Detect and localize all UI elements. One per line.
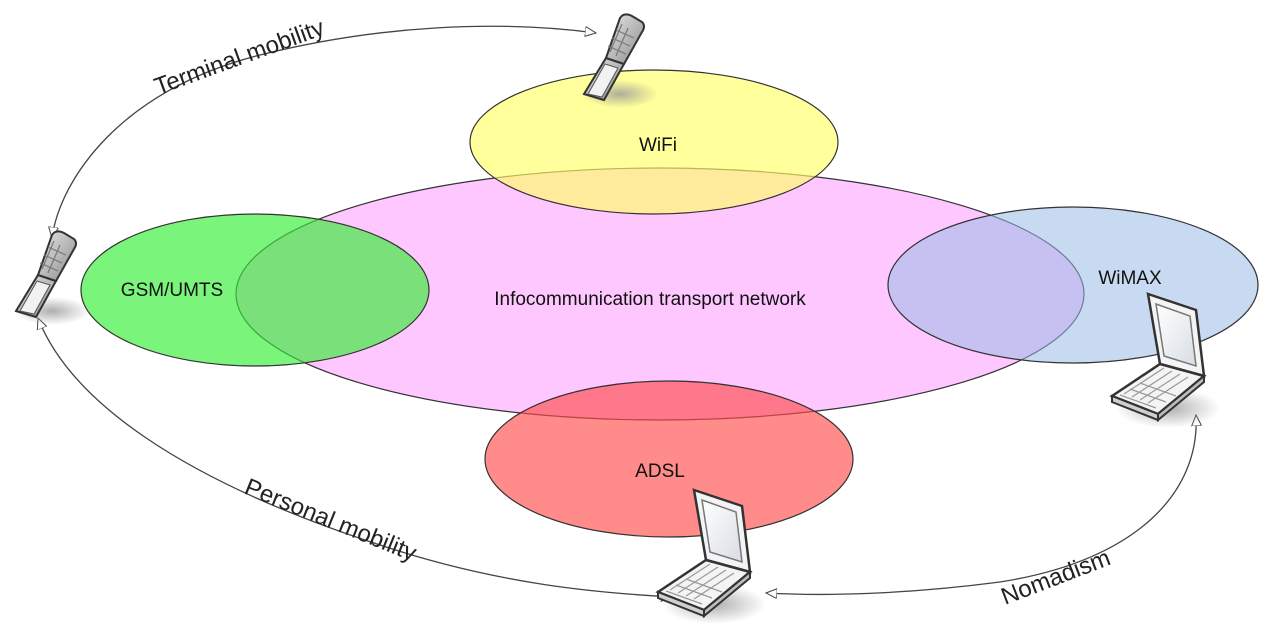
personal-mobility-arc [38, 318, 672, 597]
nomadism-arc [766, 415, 1196, 594]
nomadism-label: Nomadism [997, 544, 1114, 610]
adsl-area [484, 380, 854, 538]
wimax-label: WiMAX [1098, 268, 1162, 289]
personal-mobility-label: Personal mobility [241, 474, 421, 567]
wifi-label: WiFi [639, 135, 677, 156]
phone-icon [581, 13, 659, 109]
terminal-mobility-arc [52, 25, 596, 238]
phone-icon [13, 230, 91, 326]
terminal-mobility-label: Terminal mobility [151, 14, 328, 100]
gsm-label: GSM/UMTS [121, 280, 223, 301]
wimax-area [887, 206, 1259, 364]
transport-network-label: Infocommunication transport network [494, 289, 806, 310]
adsl-label: ADSL [635, 461, 685, 482]
